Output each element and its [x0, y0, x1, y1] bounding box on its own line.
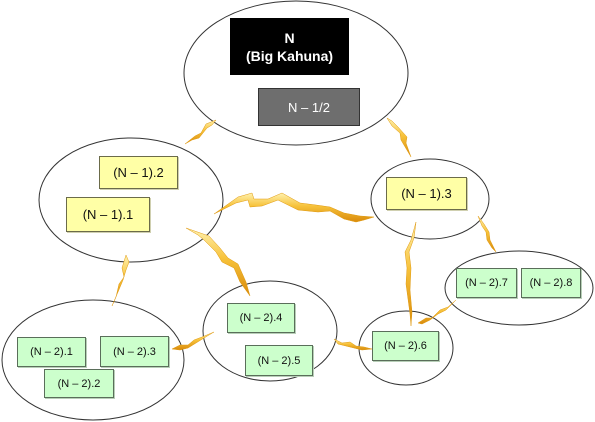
- big-kahuna-label: N: [284, 29, 295, 46]
- lightning-bolt-left-to-mid: [185, 227, 251, 297]
- node-n1-2-label: (N – 1).2: [113, 165, 164, 180]
- node-n2-7-label: (N – 2).7: [465, 277, 508, 289]
- node-n2-6-label: (N – 2).6: [384, 340, 427, 352]
- lightning-bolt-top-left: [184, 119, 217, 145]
- node-n2-7[interactable]: (N – 2).7: [456, 268, 517, 298]
- node-n1-1-label: (N – 1).1: [82, 207, 134, 222]
- node-n2-3-label: (N – 2).3: [113, 345, 156, 358]
- node-n-half[interactable]: N – 1/2: [258, 88, 360, 126]
- node-n2-1[interactable]: (N – 2).1: [17, 337, 86, 367]
- lightning-bolt-right-to-farright: [477, 215, 497, 253]
- lightning-bolt-top-right: [386, 117, 412, 158]
- node-n1-1[interactable]: (N – 1).1: [66, 197, 150, 232]
- node-n2-5-label: (N – 2).5: [257, 354, 301, 367]
- node-n1-2[interactable]: (N – 1).2: [99, 156, 178, 189]
- node-n2-4[interactable]: (N – 2).4: [227, 303, 295, 333]
- lightning-bolt-center: [213, 192, 375, 223]
- node-n2-1-label: (N – 2).1: [30, 346, 73, 358]
- lightning-bolt-left-to-bottomleft: [111, 254, 130, 307]
- big-kahuna-node[interactable]: N (Big Kahuna): [230, 18, 349, 75]
- node-n2-8-label: (N – 2).8: [529, 277, 573, 289]
- lightning-bolt-bottomright-to-farright: [417, 299, 457, 325]
- node-n-half-label: N – 1/2: [288, 99, 330, 115]
- lightning-bolt-right-to-bottomright: [404, 221, 417, 327]
- node-n2-2-label: (N – 2).2: [57, 377, 101, 390]
- node-n2-2[interactable]: (N – 2).2: [44, 369, 114, 398]
- node-n1-3-label: (N – 1).3: [401, 186, 452, 201]
- node-n2-5[interactable]: (N – 2).5: [245, 345, 313, 376]
- node-n2-6[interactable]: (N – 2).6: [372, 331, 439, 361]
- lightning-bolt-bottomleft-to-mid: [171, 331, 215, 351]
- node-n2-8[interactable]: (N – 2).8: [521, 268, 581, 298]
- node-n1-3[interactable]: (N – 1).3: [386, 177, 467, 210]
- big-kahuna-sublabel: (Big Kahuna): [245, 47, 334, 64]
- node-n2-3[interactable]: (N – 2).3: [100, 336, 169, 367]
- node-n2-4-label: (N – 2).4: [239, 312, 283, 324]
